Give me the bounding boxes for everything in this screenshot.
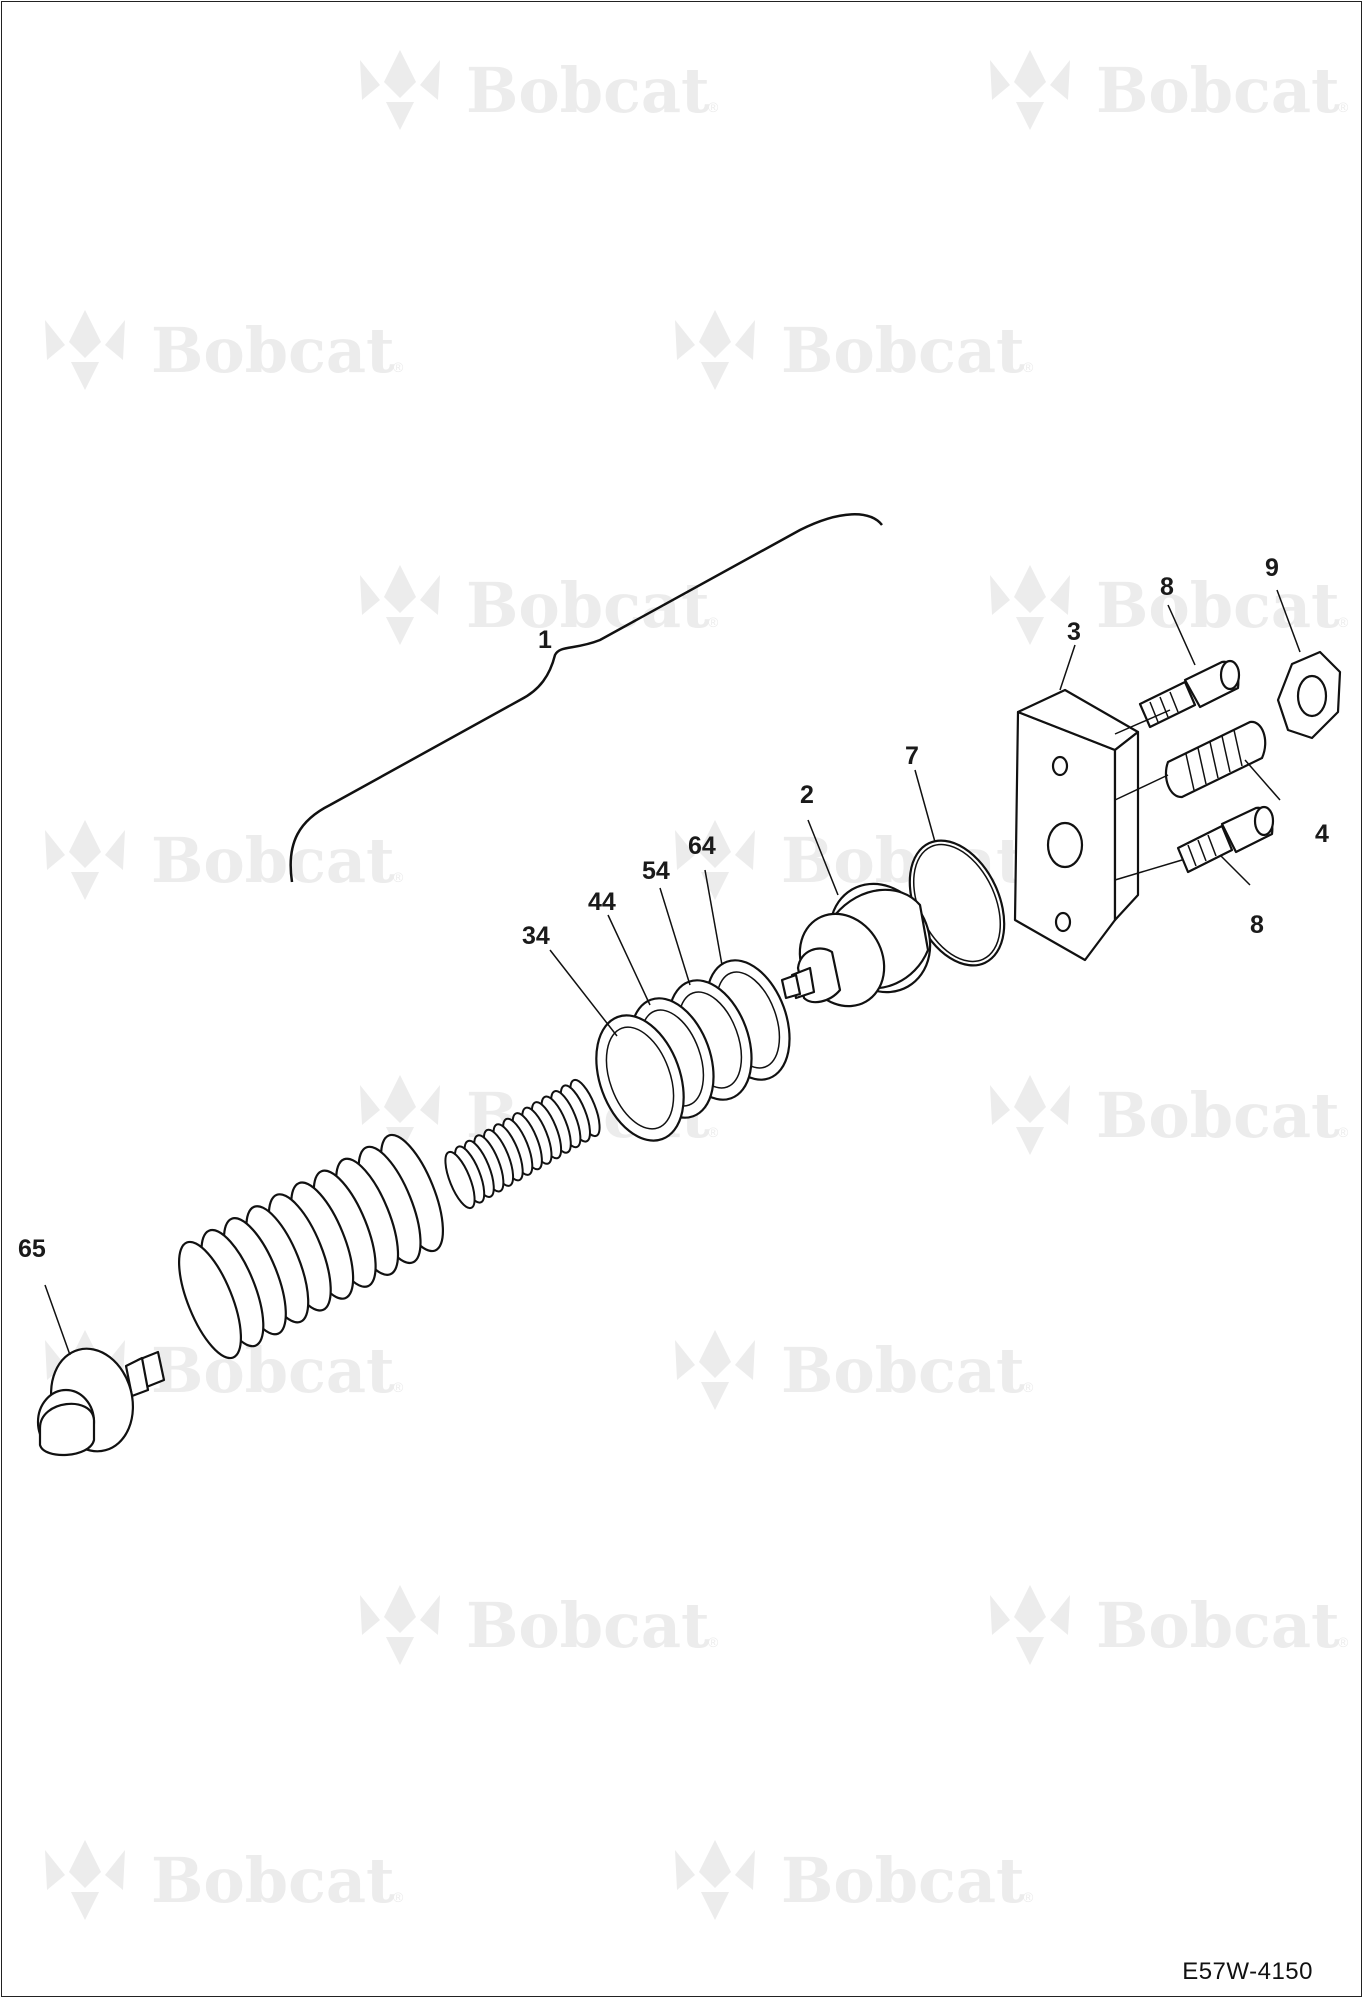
watermark-5: Bobcat® xyxy=(990,565,1349,645)
callout-64: 64 xyxy=(688,832,716,860)
bobcat-head-logo-icon xyxy=(675,1840,755,1920)
bobcat-head-logo-icon xyxy=(990,565,1070,645)
spring-coil xyxy=(177,1240,243,1360)
watermark-14: Bobcat® xyxy=(45,1840,404,1920)
part-9-hex-nut xyxy=(1276,650,1342,740)
outer-spring xyxy=(177,1133,445,1360)
watermark-brand-text: Bobcat xyxy=(151,1844,395,1917)
watermark-brand-text: Bobcat xyxy=(466,569,710,642)
watermark-registered-mark: ® xyxy=(1338,1634,1349,1650)
watermark-15: Bobcat® xyxy=(675,1840,1034,1920)
callout-4: 4 xyxy=(1315,820,1329,848)
watermark-registered-mark: ® xyxy=(393,359,404,375)
watermark-2: Bobcat® xyxy=(45,310,404,390)
bobcat-head-logo-icon xyxy=(360,50,440,130)
bobcat-head-logo-icon xyxy=(45,1840,125,1920)
watermark-brand-text: Bobcat xyxy=(151,824,395,897)
watermark-registered-mark: ® xyxy=(393,1889,404,1905)
callout-labels: 1 2 3 4 7 8 8 9 34 44 54 64 65 xyxy=(18,554,1329,1263)
watermark-brand-text: Bobcat xyxy=(151,1334,395,1407)
bobcat-head-logo-icon xyxy=(45,820,125,900)
callout-44: 44 xyxy=(588,888,616,916)
watermark-9: Bobcat® xyxy=(990,1075,1349,1155)
watermark-6: Bobcat® xyxy=(45,820,404,900)
watermark-registered-mark: ® xyxy=(393,869,404,885)
watermark-registered-mark: ® xyxy=(1338,1124,1349,1140)
part-8-bolt-upper xyxy=(1138,659,1241,729)
watermark-11: Bobcat® xyxy=(675,1330,1034,1410)
watermark-registered-mark: ® xyxy=(708,1634,719,1650)
bobcat-head-logo-icon xyxy=(675,310,755,390)
callout-65: 65 xyxy=(18,1235,46,1263)
callout-1: 1 xyxy=(538,626,552,654)
inner-spring xyxy=(444,1078,601,1210)
assembly-bracket xyxy=(289,513,883,883)
watermark-3: Bobcat® xyxy=(675,310,1034,390)
callout-3: 3 xyxy=(1067,618,1081,646)
watermark-registered-mark: ® xyxy=(1338,614,1349,630)
watermark-registered-mark: ® xyxy=(1023,1379,1034,1395)
part-2-valve-seat xyxy=(780,882,932,1008)
watermark-layer: Bobcat®Bobcat®Bobcat®Bobcat®Bobcat®Bobca… xyxy=(45,50,1349,1920)
watermark-brand-text: Bobcat xyxy=(781,314,1025,387)
watermark-registered-mark: ® xyxy=(708,99,719,115)
watermark-12: Bobcat® xyxy=(360,1585,719,1665)
callout-2: 2 xyxy=(800,781,814,809)
bobcat-head-logo-icon xyxy=(360,565,440,645)
watermark-1: Bobcat® xyxy=(990,50,1349,130)
watermark-registered-mark: ® xyxy=(1023,1889,1034,1905)
spring-coil xyxy=(444,1150,476,1210)
bobcat-head-logo-icon xyxy=(45,310,125,390)
watermark-13: Bobcat® xyxy=(990,1585,1349,1665)
watermark-brand-text: Bobcat xyxy=(1096,569,1340,642)
watermark-brand-text: Bobcat xyxy=(151,314,395,387)
watermark-10: Bobcat® xyxy=(45,1330,404,1410)
callout-9: 9 xyxy=(1265,554,1279,582)
part-34-washer xyxy=(595,1014,685,1142)
leader-lines xyxy=(44,589,1301,1356)
watermark-registered-mark: ® xyxy=(708,614,719,630)
bobcat-head-logo-icon xyxy=(360,1585,440,1665)
watermark-brand-text: Bobcat xyxy=(781,1844,1025,1917)
watermark-4: Bobcat® xyxy=(360,565,719,645)
watermark-brand-text: Bobcat xyxy=(1096,54,1340,127)
watermark-brand-text: Bobcat xyxy=(466,54,710,127)
part-4-threaded-plug xyxy=(1164,720,1267,799)
callout-8-lower: 8 xyxy=(1250,911,1264,939)
watermark-brand-text: Bobcat xyxy=(1096,1589,1340,1662)
watermark-registered-mark: ® xyxy=(1023,359,1034,375)
watermark-registered-mark: ® xyxy=(393,1379,404,1395)
watermark-brand-text: Bobcat xyxy=(466,1589,710,1662)
part-65-spring-guide xyxy=(36,1347,166,1457)
part-8-bolt-lower xyxy=(1176,805,1275,874)
bobcat-head-logo-icon xyxy=(990,1075,1070,1155)
callout-34: 34 xyxy=(522,922,550,950)
watermark-brand-text: Bobcat xyxy=(781,1334,1025,1407)
callout-8-upper: 8 xyxy=(1160,573,1174,601)
part-3-cover-plate xyxy=(1013,688,1140,962)
watermark-0: Bobcat® xyxy=(360,50,719,130)
reference-code: E57W-4150 xyxy=(1182,1958,1313,1985)
bobcat-head-logo-icon xyxy=(675,1330,755,1410)
bobcat-head-logo-icon xyxy=(990,1585,1070,1665)
callout-7: 7 xyxy=(905,742,919,770)
bobcat-head-logo-icon xyxy=(990,50,1070,130)
watermark-registered-mark: ® xyxy=(1338,99,1349,115)
watermark-brand-text: Bobcat xyxy=(1096,1079,1340,1152)
watermark-registered-mark: ® xyxy=(708,1124,719,1140)
callout-54: 54 xyxy=(642,857,670,885)
